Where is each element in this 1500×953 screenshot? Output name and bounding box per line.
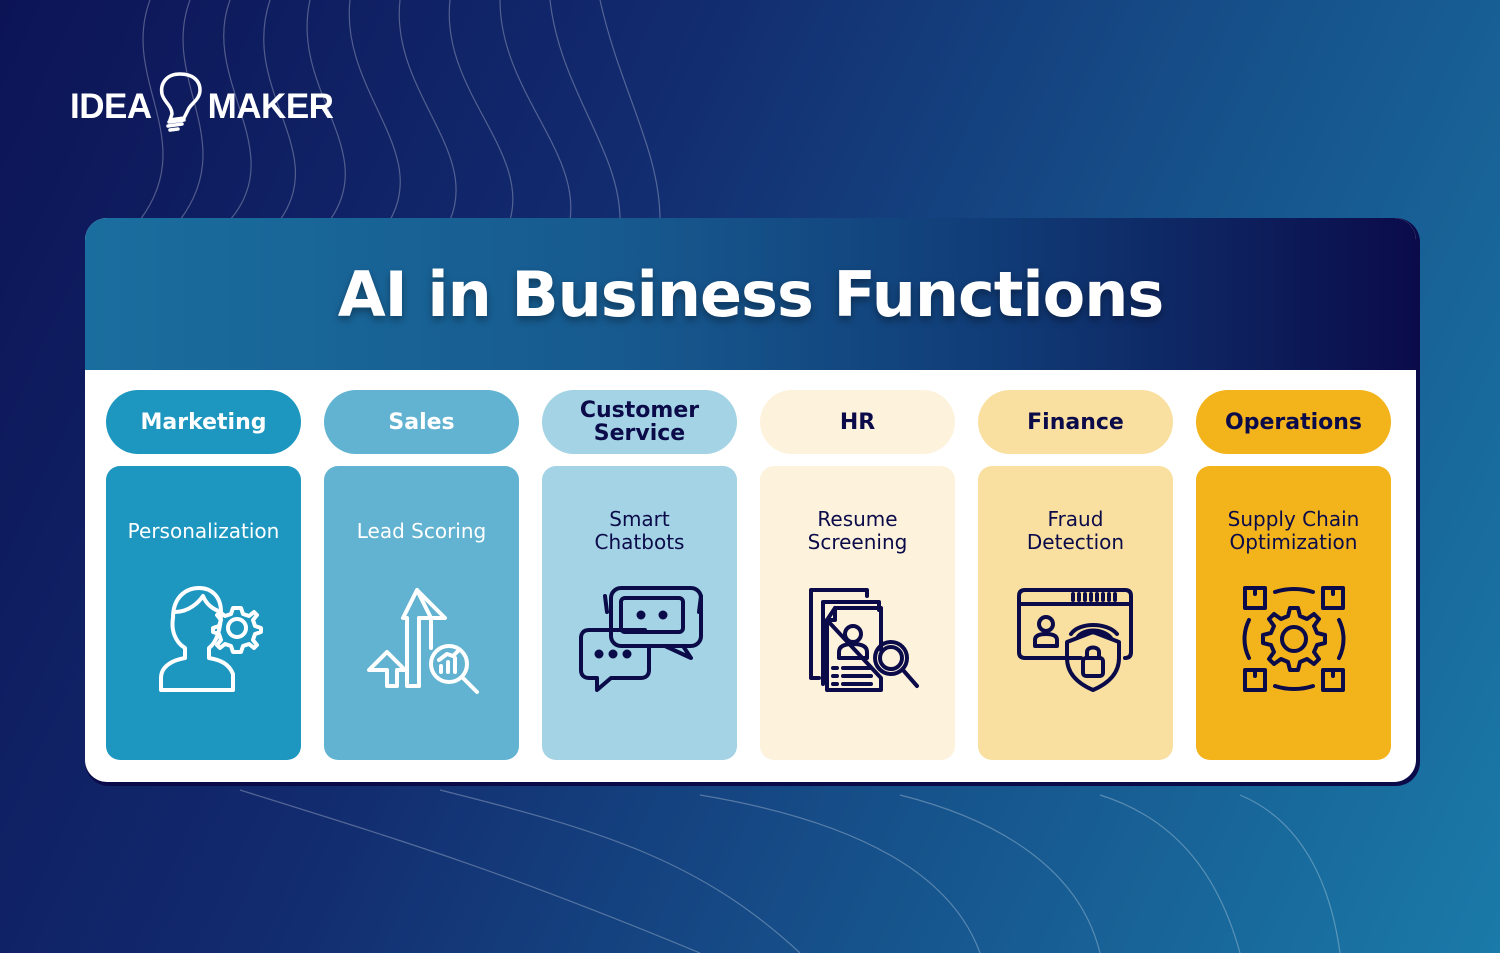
category-label: Operations — [1225, 409, 1362, 435]
use-case-box-marketing: Personalization — [106, 466, 301, 760]
category-pill-hr: HR — [760, 390, 955, 454]
column-hr: HR Resume Screening — [760, 390, 955, 760]
page-title: AI in Business Functions — [337, 257, 1165, 331]
use-case-label: Fraud Detection — [1026, 507, 1125, 554]
use-case-label: Supply Chain Optimization — [1227, 507, 1360, 554]
column-finance: Finance Fraud Detection — [978, 390, 1173, 760]
category-label: Customer Service — [579, 398, 700, 446]
use-case-label: Lead Scoring — [356, 518, 487, 543]
brand-logo: IDEA MAKER — [70, 72, 334, 136]
use-case-label: Personalization — [127, 518, 280, 543]
use-case-box-hr: Resume Screening — [760, 466, 955, 760]
card-header: AI in Business Functions — [85, 218, 1416, 370]
column-customer-service: Customer Service Smart Chatbots — [542, 390, 737, 760]
column-sales: Sales Lead Scoring — [324, 390, 519, 760]
category-label: HR — [839, 409, 876, 435]
function-columns: Marketing Personalization — [85, 370, 1416, 782]
category-pill-sales: Sales — [324, 390, 519, 454]
id-card-shield-lock-icon — [1011, 578, 1141, 698]
person-gear-icon — [139, 578, 269, 698]
use-case-box-sales: Lead Scoring — [324, 466, 519, 760]
category-label: Sales — [388, 409, 455, 435]
category-pill-marketing: Marketing — [106, 390, 301, 454]
category-pill-operations: Operations — [1196, 390, 1391, 454]
gear-boxes-cycle-icon — [1229, 578, 1359, 698]
column-marketing: Marketing Personalization — [106, 390, 301, 760]
use-case-box-customer-service: Smart Chatbots — [542, 466, 737, 760]
use-case-label: Smart Chatbots — [594, 507, 685, 554]
use-case-box-operations: Supply Chain Optimization — [1196, 466, 1391, 760]
category-label: Finance — [1027, 409, 1124, 435]
category-pill-customer-service: Customer Service — [542, 390, 737, 454]
use-case-box-finance: Fraud Detection — [978, 466, 1173, 760]
column-operations: Operations Supply Chain Optimization — [1196, 390, 1391, 760]
category-label: Marketing — [140, 409, 267, 435]
brand-text-right: MAKER — [207, 87, 334, 126]
growth-arrows-magnifier-icon — [357, 578, 487, 698]
infographic-card: AI in Business Functions Marketing Perso… — [85, 218, 1420, 786]
category-pill-finance: Finance — [978, 390, 1173, 454]
chatbot-bubbles-icon — [575, 578, 705, 698]
use-case-label: Resume Screening — [807, 507, 908, 554]
lightbulb-icon — [159, 72, 202, 132]
brand-text-left: IDEA — [70, 87, 152, 126]
resume-search-icon — [793, 578, 923, 698]
